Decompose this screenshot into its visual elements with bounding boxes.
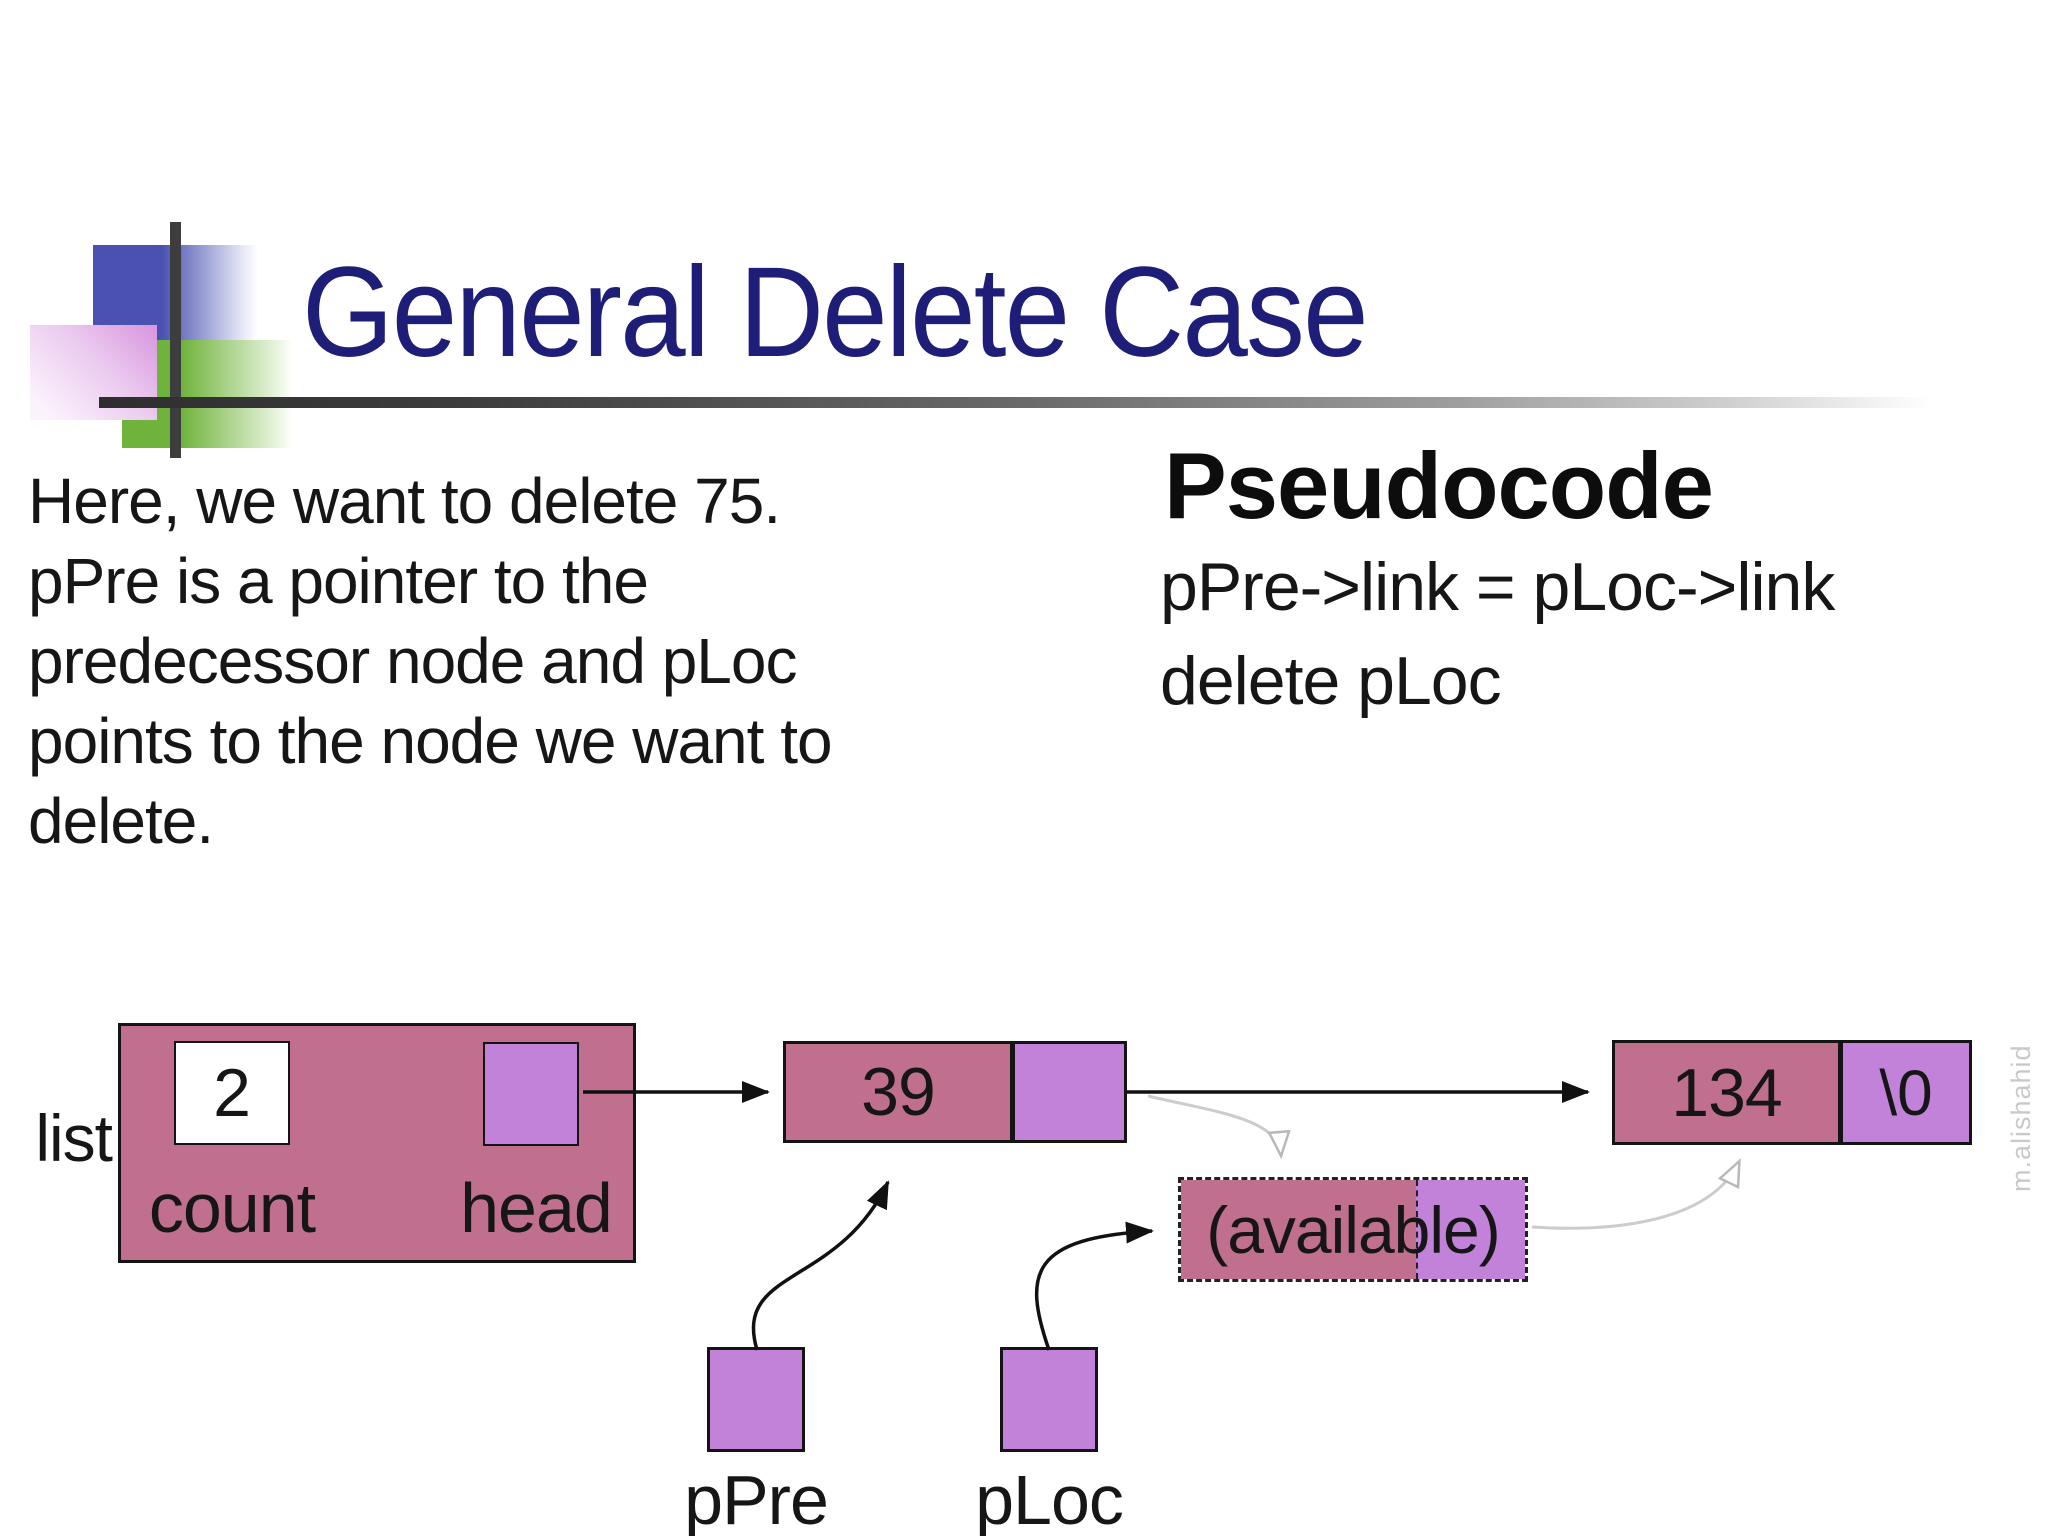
ploc-pointer-box <box>1000 1347 1098 1452</box>
ppre-pointer-box <box>707 1347 805 1452</box>
head-label: head <box>460 1169 613 1247</box>
count-label: count <box>148 1169 316 1247</box>
ppre-label: pPre <box>684 1461 829 1536</box>
node-134-data-cell: 134 <box>1612 1040 1841 1145</box>
node-39-link-cell <box>1013 1041 1127 1143</box>
list-label: list <box>35 1101 113 1175</box>
arrow-ppre-to-node39 <box>751 1180 890 1351</box>
pseudocode-line-2: delete pLoc <box>1160 643 1502 719</box>
logo-vertical-bar <box>170 222 181 458</box>
node-available-label: (available) <box>1206 1192 1500 1267</box>
node-available-data-cell <box>1181 1180 1416 1279</box>
node-134-link-cell: \0 <box>1841 1040 1972 1145</box>
node-39: 39 <box>783 1041 1127 1143</box>
page-title: General Delete Case <box>302 241 1369 384</box>
count-value-box: 2 <box>174 1041 290 1145</box>
watermark-text: m.alishahid <box>2006 1044 2036 1192</box>
arrow-ploc-to-available <box>1035 1221 1154 1351</box>
node-39-data-cell: 39 <box>783 1041 1013 1143</box>
arrow-available-to-node134 <box>1531 1158 1741 1230</box>
arrow-old-link-to-available <box>1147 1094 1291 1160</box>
node-134: 134 \0 <box>1612 1040 1972 1145</box>
node-134-value: 134 <box>1671 1054 1782 1131</box>
slide-body-text: Here, we want to delete 75. pPre is a po… <box>28 465 833 857</box>
count-value: 2 <box>213 1055 251 1131</box>
pseudocode-line-1: pPre->link = pLoc->link <box>1160 549 1835 625</box>
node-134-null-terminator: \0 <box>1879 1056 1933 1129</box>
head-pointer-box <box>483 1042 579 1146</box>
pseudocode-heading: Pseudocode <box>1164 433 1714 538</box>
node-39-value: 39 <box>861 1054 936 1130</box>
node-available-link-cell <box>1415 1180 1525 1279</box>
title-divider-line <box>99 397 1950 408</box>
ploc-label: pLoc <box>975 1461 1124 1536</box>
node-available: (available) <box>1178 1177 1528 1282</box>
